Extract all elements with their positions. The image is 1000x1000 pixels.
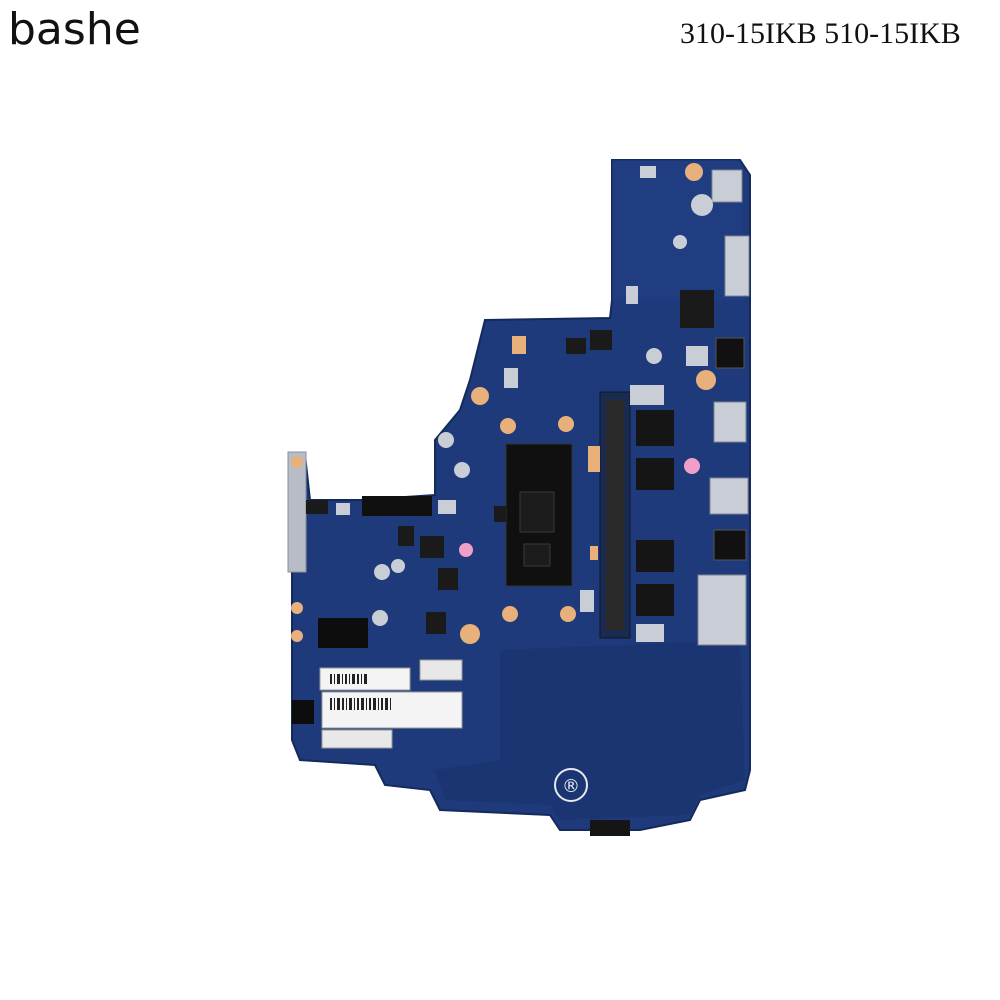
usb-port-1	[713, 401, 747, 443]
brand-logo-text: bashe	[8, 4, 141, 55]
hdmi-port	[715, 337, 745, 369]
ethernet-port	[724, 235, 750, 297]
barcode-label-large	[321, 691, 463, 729]
usb-port-2	[709, 477, 749, 515]
shield-bracket	[697, 574, 747, 646]
power-jack	[711, 169, 743, 203]
registered-mark: ®	[562, 776, 580, 797]
model-numbers: 310-15IKB 510-15IKB	[680, 17, 961, 50]
audio-jack	[713, 529, 747, 561]
